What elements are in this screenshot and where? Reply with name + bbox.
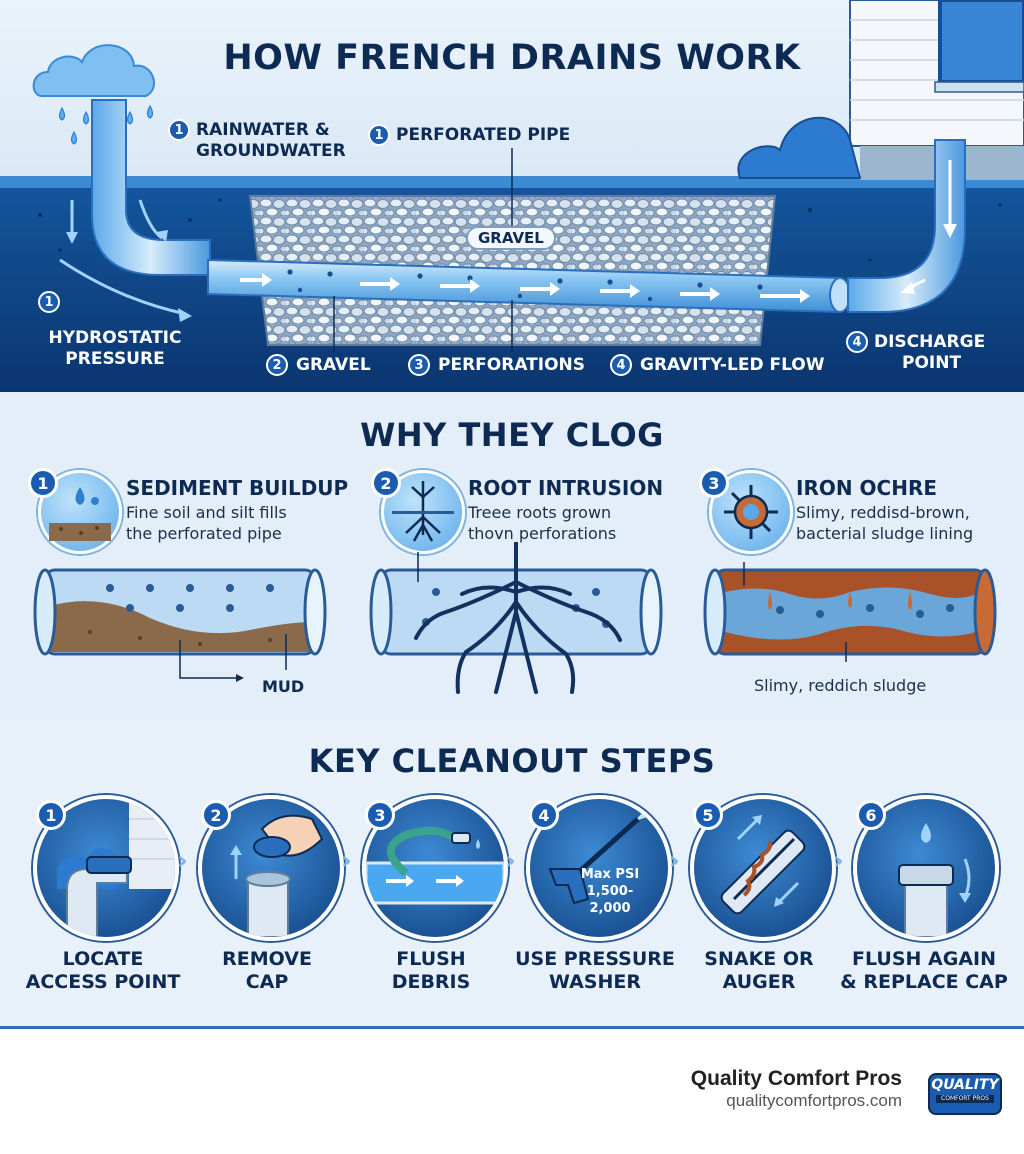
clog-badge-3: 3 (699, 468, 729, 498)
ochre-pipe (703, 562, 997, 662)
cap-drop-icon (898, 823, 971, 937)
why-clog-section: WHY THEY CLOG 1 SEDIMENT BUILDUP Fine so… (0, 392, 1024, 720)
footer: Quality Comfort Pros qualitycomfortpros.… (0, 1029, 1024, 1154)
french-drain-diagram (0, 0, 1024, 392)
clog-badge-1: 1 (28, 468, 58, 498)
step-badge-3: 3 (365, 800, 395, 830)
step-badge-1: 1 (36, 800, 66, 830)
step-separator: › (833, 846, 844, 876)
bush (737, 116, 862, 179)
hand-cap-icon (230, 814, 324, 937)
ochre-callout: Slimy, reddich sludge (754, 676, 927, 695)
clog-title-ochre: IRON OCHRE (796, 476, 938, 500)
step-badge-5: 5 (693, 800, 723, 830)
step-badge-2: 2 (201, 800, 231, 830)
clog-desc-ochre: Slimy, reddisd-brown,bacterial sludge li… (796, 503, 974, 543)
rain-cloud (32, 44, 155, 97)
clog-title-sediment: SEDIMENT BUILDUP (126, 476, 349, 500)
intake-pipe (91, 99, 211, 276)
hose-icon (366, 826, 504, 905)
step-separator: › (669, 846, 680, 876)
water-drop-soil-icon (38, 470, 122, 554)
step-badge-4: 4 (529, 800, 559, 830)
section-title-clog: WHY THEY CLOG (360, 416, 664, 454)
mud-callout: MUD (262, 677, 305, 696)
step-separator: › (505, 846, 516, 876)
section-title-how: HOW FRENCH DRAINS WORK (223, 38, 801, 78)
company-url[interactable]: qualitycomfortpros.com (726, 1091, 902, 1110)
step-separator: › (341, 846, 352, 876)
clog-badge-2: 2 (371, 468, 401, 498)
gravel-tag: GRAVEL (466, 226, 556, 250)
pipe-access-icon (57, 799, 175, 937)
step-separator: › (177, 846, 188, 876)
step-badge-6: 6 (856, 800, 886, 830)
company-logo: QUALITY COMFORT PROS (928, 1073, 1002, 1115)
discharge-pipe (847, 139, 966, 313)
section-title-steps: KEY CLEANOUT STEPS (308, 742, 716, 780)
root-pipe (369, 542, 663, 694)
company-name: Quality Comfort Pros (690, 1067, 902, 1090)
pressure-washer-icon (548, 799, 663, 905)
sediment-pipe (33, 568, 327, 682)
auger-icon (720, 815, 806, 915)
badge-1: 1 (168, 119, 190, 141)
clog-title-roots: ROOT INTRUSION (468, 476, 664, 500)
step-5-circle (690, 795, 836, 941)
window (938, 0, 1024, 84)
badge-hydrostatic: 1 (38, 291, 60, 313)
step-label-6: FLUSH AGAIN& REPLACE CAP (840, 948, 1008, 993)
